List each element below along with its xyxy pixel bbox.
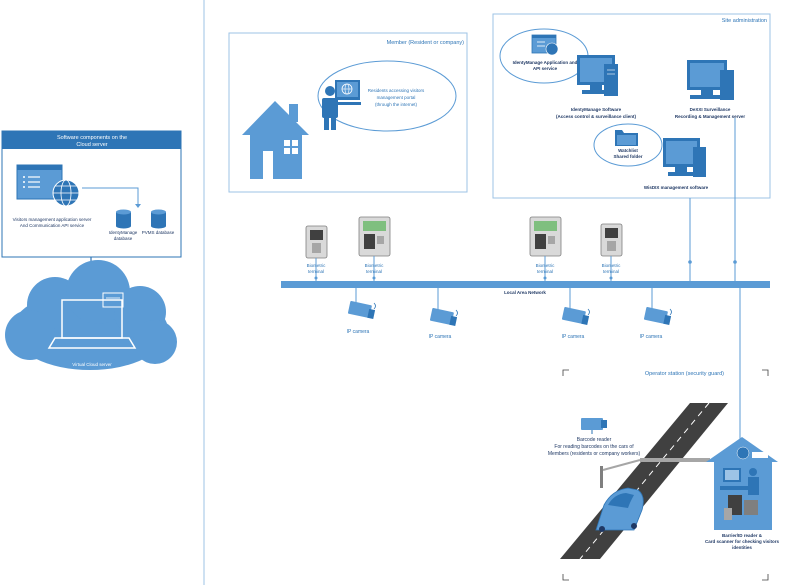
database-icon (116, 209, 131, 229)
laptop-icon (47, 292, 137, 349)
management-computer-icon (663, 138, 706, 177)
folder-icon (615, 130, 638, 146)
barcode-desc-2: Members (residents or company workers) (548, 451, 641, 457)
terminal-label: Biometric (536, 263, 556, 268)
app-window-icon (531, 34, 559, 56)
surveillance-label-1: DeXXI Surveillance (690, 107, 731, 112)
kiosk-label-1: Barrier/ID reader & (722, 533, 763, 538)
biometric-terminal (358, 216, 391, 281)
biometric-terminal (529, 216, 562, 281)
db1-label: IdentyManage (109, 230, 138, 235)
barcode-reader-icon (581, 418, 607, 434)
member-panel: Member (Resident or company) Resident (228, 32, 468, 193)
cloud-icon (5, 260, 177, 370)
camera-label: IP camera (640, 334, 663, 340)
car-icon (595, 487, 644, 532)
management-label: WisDIX management software (644, 185, 709, 190)
portal-label-3: (through the internet) (375, 102, 418, 107)
ip-camera (347, 288, 376, 319)
terminal-sublabel: terminal (366, 269, 382, 274)
operator-station-title: Operator station (security guard) (645, 371, 724, 377)
virtual-server-label: Virtual Cloud server (72, 362, 112, 367)
barcode-reader-label: Barcode reader (577, 437, 612, 443)
portal-bubble (317, 60, 457, 132)
barcode-desc-1: For reading barcodes on the cars of (554, 444, 634, 450)
ip-camera (561, 288, 590, 325)
terminal-label: Biometric (602, 263, 622, 268)
house-icon (242, 101, 309, 179)
software-label-1: IdentyManage Software (571, 107, 622, 112)
db1-sublabel: database (114, 236, 133, 241)
portal-label-1: Residents accessing visitors (368, 88, 425, 93)
terminal-label: Biometric (307, 263, 327, 268)
biometric-terminal (305, 225, 328, 281)
lan-label: Local Area Network (504, 290, 546, 295)
arrow-head-icon (135, 204, 141, 208)
portal-label-2: management portal (377, 95, 416, 100)
user-at-computer-icon (322, 80, 361, 130)
operator-station-panel: Operator station (security guard) Barcod… (548, 369, 780, 581)
kiosk-label-3: identities (732, 545, 752, 550)
ip-camera (429, 288, 458, 326)
terminal-sublabel: terminal (537, 269, 553, 274)
site-admin-panel: Site administration IdentyManage Applica… (492, 13, 771, 199)
member-panel-title: Member (Resident or company) (387, 40, 465, 46)
database-icon (151, 209, 166, 229)
shared-folder-label-1: Watchlist (618, 148, 638, 153)
cloud-server-panel: Software components on the Cloud server … (1, 130, 182, 258)
barrier-gate-icon (600, 458, 710, 488)
db-connector (82, 187, 139, 206)
kiosk-label-2: Card scanner for checking visitors (705, 539, 780, 544)
api-label-2: API service (533, 66, 558, 71)
ip-camera (643, 288, 672, 325)
terminal-label: Biometric (365, 263, 385, 268)
desktop-computer-icon (577, 55, 618, 96)
biometric-terminal (600, 223, 623, 281)
terminal-sublabel: terminal (603, 269, 619, 274)
lan-bus (281, 281, 770, 288)
app-server-label: Visitors management application server (13, 217, 92, 222)
road-lane-marking (579, 402, 710, 560)
site-admin-title: Site administration (722, 18, 767, 24)
cloud-panel-title: Software components on the (57, 135, 127, 141)
surveillance-label-2: Recording & Management server (675, 114, 746, 119)
globe-icon (52, 179, 80, 207)
api-service-label: And Communication API service (20, 223, 85, 228)
api-label-1: IdentyManage Application and (513, 60, 578, 65)
camera-label: IP camera (562, 334, 585, 340)
db2-label: PVMS database (142, 230, 175, 235)
camera-label: IP camera (347, 329, 370, 335)
camera-label: IP camera (429, 334, 452, 340)
server-computer-icon (687, 60, 734, 100)
terminal-sublabel: terminal (308, 269, 324, 274)
shared-folder-label-2: Shared folder (613, 154, 642, 159)
guard-booth-icon (706, 437, 778, 530)
software-label-2: (Access control & surveillance client) (556, 114, 637, 119)
cloud-panel-subtitle: Cloud server (76, 142, 107, 148)
